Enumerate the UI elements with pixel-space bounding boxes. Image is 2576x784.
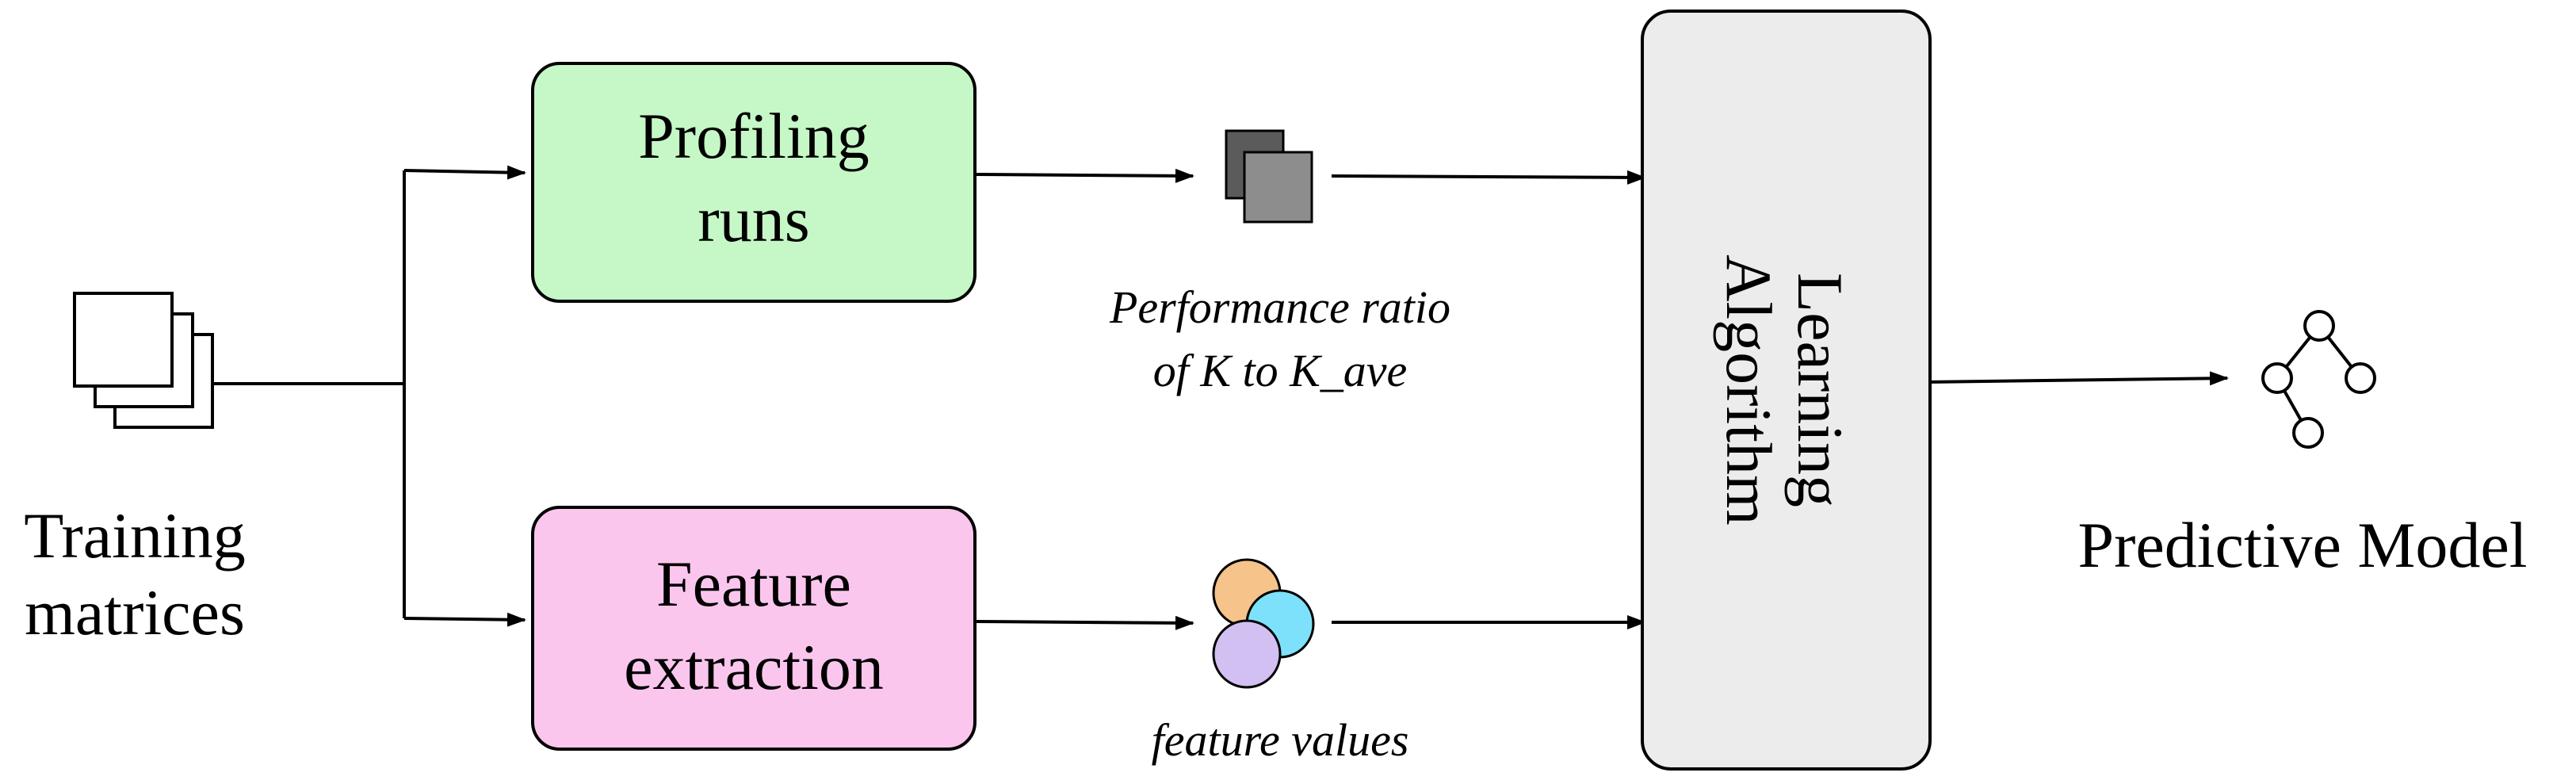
circles-icon	[1212, 558, 1315, 689]
feature-extraction-box	[531, 506, 977, 751]
document-stack-icon	[73, 292, 214, 429]
training-label-line2: matrices	[25, 576, 245, 648]
predictive-model-label: Predictive Model	[2029, 507, 2576, 584]
performance-label-line1: Performance ratio	[1109, 281, 1451, 333]
feature-extraction-label: Feature extraction	[533, 543, 975, 709]
feature-values-text: feature values	[1151, 714, 1409, 766]
tree-icon	[2261, 310, 2376, 449]
feature-label-line1: Feature	[656, 548, 851, 620]
feature-label-line2: extraction	[624, 630, 884, 703]
learning-algorithm-label: Learning Algorithm	[1712, 212, 1856, 568]
performance-label-line2: of K to K_ave	[1152, 345, 1408, 397]
training-matrices-label: Training matrices	[0, 498, 269, 652]
learning-label-line2: Algorithm	[1712, 254, 1785, 526]
connector-lines	[214, 165, 2229, 630]
performance-ratio-label: Performance ratio of K to K_ave	[1022, 276, 1538, 403]
predictive-model-text: Predictive Model	[2077, 509, 2528, 581]
profiling-label-line2: runs	[698, 182, 810, 255]
layers-icon	[1225, 129, 1313, 224]
learning-algorithm-box	[1641, 10, 1932, 771]
learning-label-line1: Learning	[1784, 273, 1856, 507]
profiling-runs-label: Profiling runs	[533, 95, 975, 262]
profiling-runs-box	[531, 62, 977, 303]
feature-values-label: feature values	[1022, 709, 1538, 772]
profiling-label-line1: Profiling	[638, 100, 869, 172]
training-label-line1: Training	[24, 499, 246, 572]
